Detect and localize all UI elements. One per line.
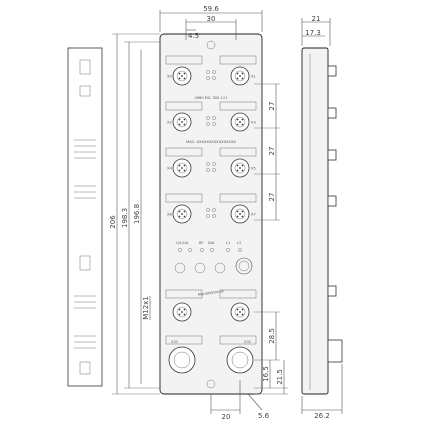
status-led: [212, 116, 216, 120]
status-led: [212, 122, 216, 126]
m12-port: X3: [230, 112, 256, 132]
status-led: [206, 162, 210, 166]
m12-port: X6: [167, 204, 192, 224]
port-label: X2: [167, 121, 172, 125]
status-led: [206, 76, 210, 80]
dimension-hole-offset: 4.5: [188, 32, 199, 40]
m12-port: X2: [167, 112, 192, 132]
label-window: [165, 147, 203, 157]
port-label: X3: [251, 121, 256, 125]
label-window: [165, 55, 203, 65]
status-led: [206, 208, 210, 212]
m12-port: X1: [230, 66, 256, 86]
led-row: U/L/UA BF DIA L1 L2: [176, 241, 242, 252]
status-led: [212, 168, 216, 172]
status-led: [206, 122, 210, 126]
m12-port: X4: [167, 158, 192, 178]
status-led: [206, 116, 210, 120]
dimension-bottom-56: 5.6: [258, 412, 270, 420]
label-window: [165, 193, 203, 203]
led-label-l1: L1: [226, 241, 230, 245]
port-label: X4: [167, 167, 172, 171]
label-window: [219, 101, 257, 111]
dimension-pitch-1: 27: [268, 102, 276, 111]
side-dimension-body: 17.3: [305, 29, 321, 37]
power-label-x32: X32: [244, 340, 251, 344]
m12-port: X5: [230, 158, 256, 178]
label-window: [219, 55, 257, 65]
label-window: [165, 289, 203, 299]
port-label: X5: [251, 167, 256, 171]
part-number: 0980 ESL 300-111: [194, 96, 227, 100]
front-dimensions: 59.6 30 4.5 206 198.3 196.8 M12x1 27 27 …: [109, 5, 288, 421]
led-label-bf: BF: [199, 241, 204, 245]
status-led: [206, 214, 210, 218]
dimension-width: 59.6: [203, 5, 219, 13]
label-windows: [165, 55, 257, 299]
dimension-hole-spacing: 30: [207, 15, 216, 23]
logo-text: Murrelektronik: [198, 289, 225, 297]
port-label: X7: [251, 213, 256, 217]
dimension-pitch-3: 27: [268, 193, 276, 202]
dimension-bottom-20: 20: [222, 413, 231, 421]
label-window: [219, 147, 257, 157]
side-dimension-depth: 21: [312, 15, 321, 23]
status-led: [206, 70, 210, 74]
status-led: [206, 168, 210, 172]
m12-port: X0: [167, 66, 192, 86]
m12-port: X7: [230, 204, 256, 224]
power-connectors: X31 X32: [165, 335, 257, 374]
thread-label: M12x1: [142, 296, 150, 320]
dimension-pitch-2: 27: [268, 147, 276, 156]
side-view: 21 17.3 26.2: [301, 15, 343, 420]
led-label-dia: DIA: [208, 241, 215, 245]
port-label: X1: [251, 75, 256, 79]
label-strip: [67, 47, 103, 387]
side-dimension-total: 26.2: [314, 412, 330, 420]
rotary-switches: [174, 257, 253, 275]
status-led: [212, 76, 216, 80]
m12-port: [230, 302, 250, 322]
led-label-l2: L2: [237, 241, 241, 245]
dimension-height-206: 206: [109, 215, 117, 229]
port-label: X6: [167, 213, 172, 217]
dimension-power-spacing: 28.5: [268, 328, 276, 344]
power-label-x31: X31: [171, 340, 178, 344]
dimension-bottom-215: 21.5: [276, 369, 284, 385]
label-window: [219, 289, 257, 299]
status-led: [212, 208, 216, 212]
status-led: [212, 162, 216, 166]
mac-label: MAC: XXXXXXXXXXXXXXXX: [186, 140, 236, 144]
status-led: [212, 214, 216, 218]
label-window: [165, 101, 203, 111]
m12-port: [172, 302, 192, 322]
dimension-height-198: 198.3: [121, 208, 129, 228]
label-window: [219, 193, 257, 203]
port-label: X0: [167, 75, 172, 79]
led-label-ua: U/L/UA: [176, 241, 189, 245]
dimension-height-196: 196.8: [133, 204, 141, 224]
status-led: [212, 70, 216, 74]
dimension-bottom-165: 16.5: [262, 366, 270, 382]
